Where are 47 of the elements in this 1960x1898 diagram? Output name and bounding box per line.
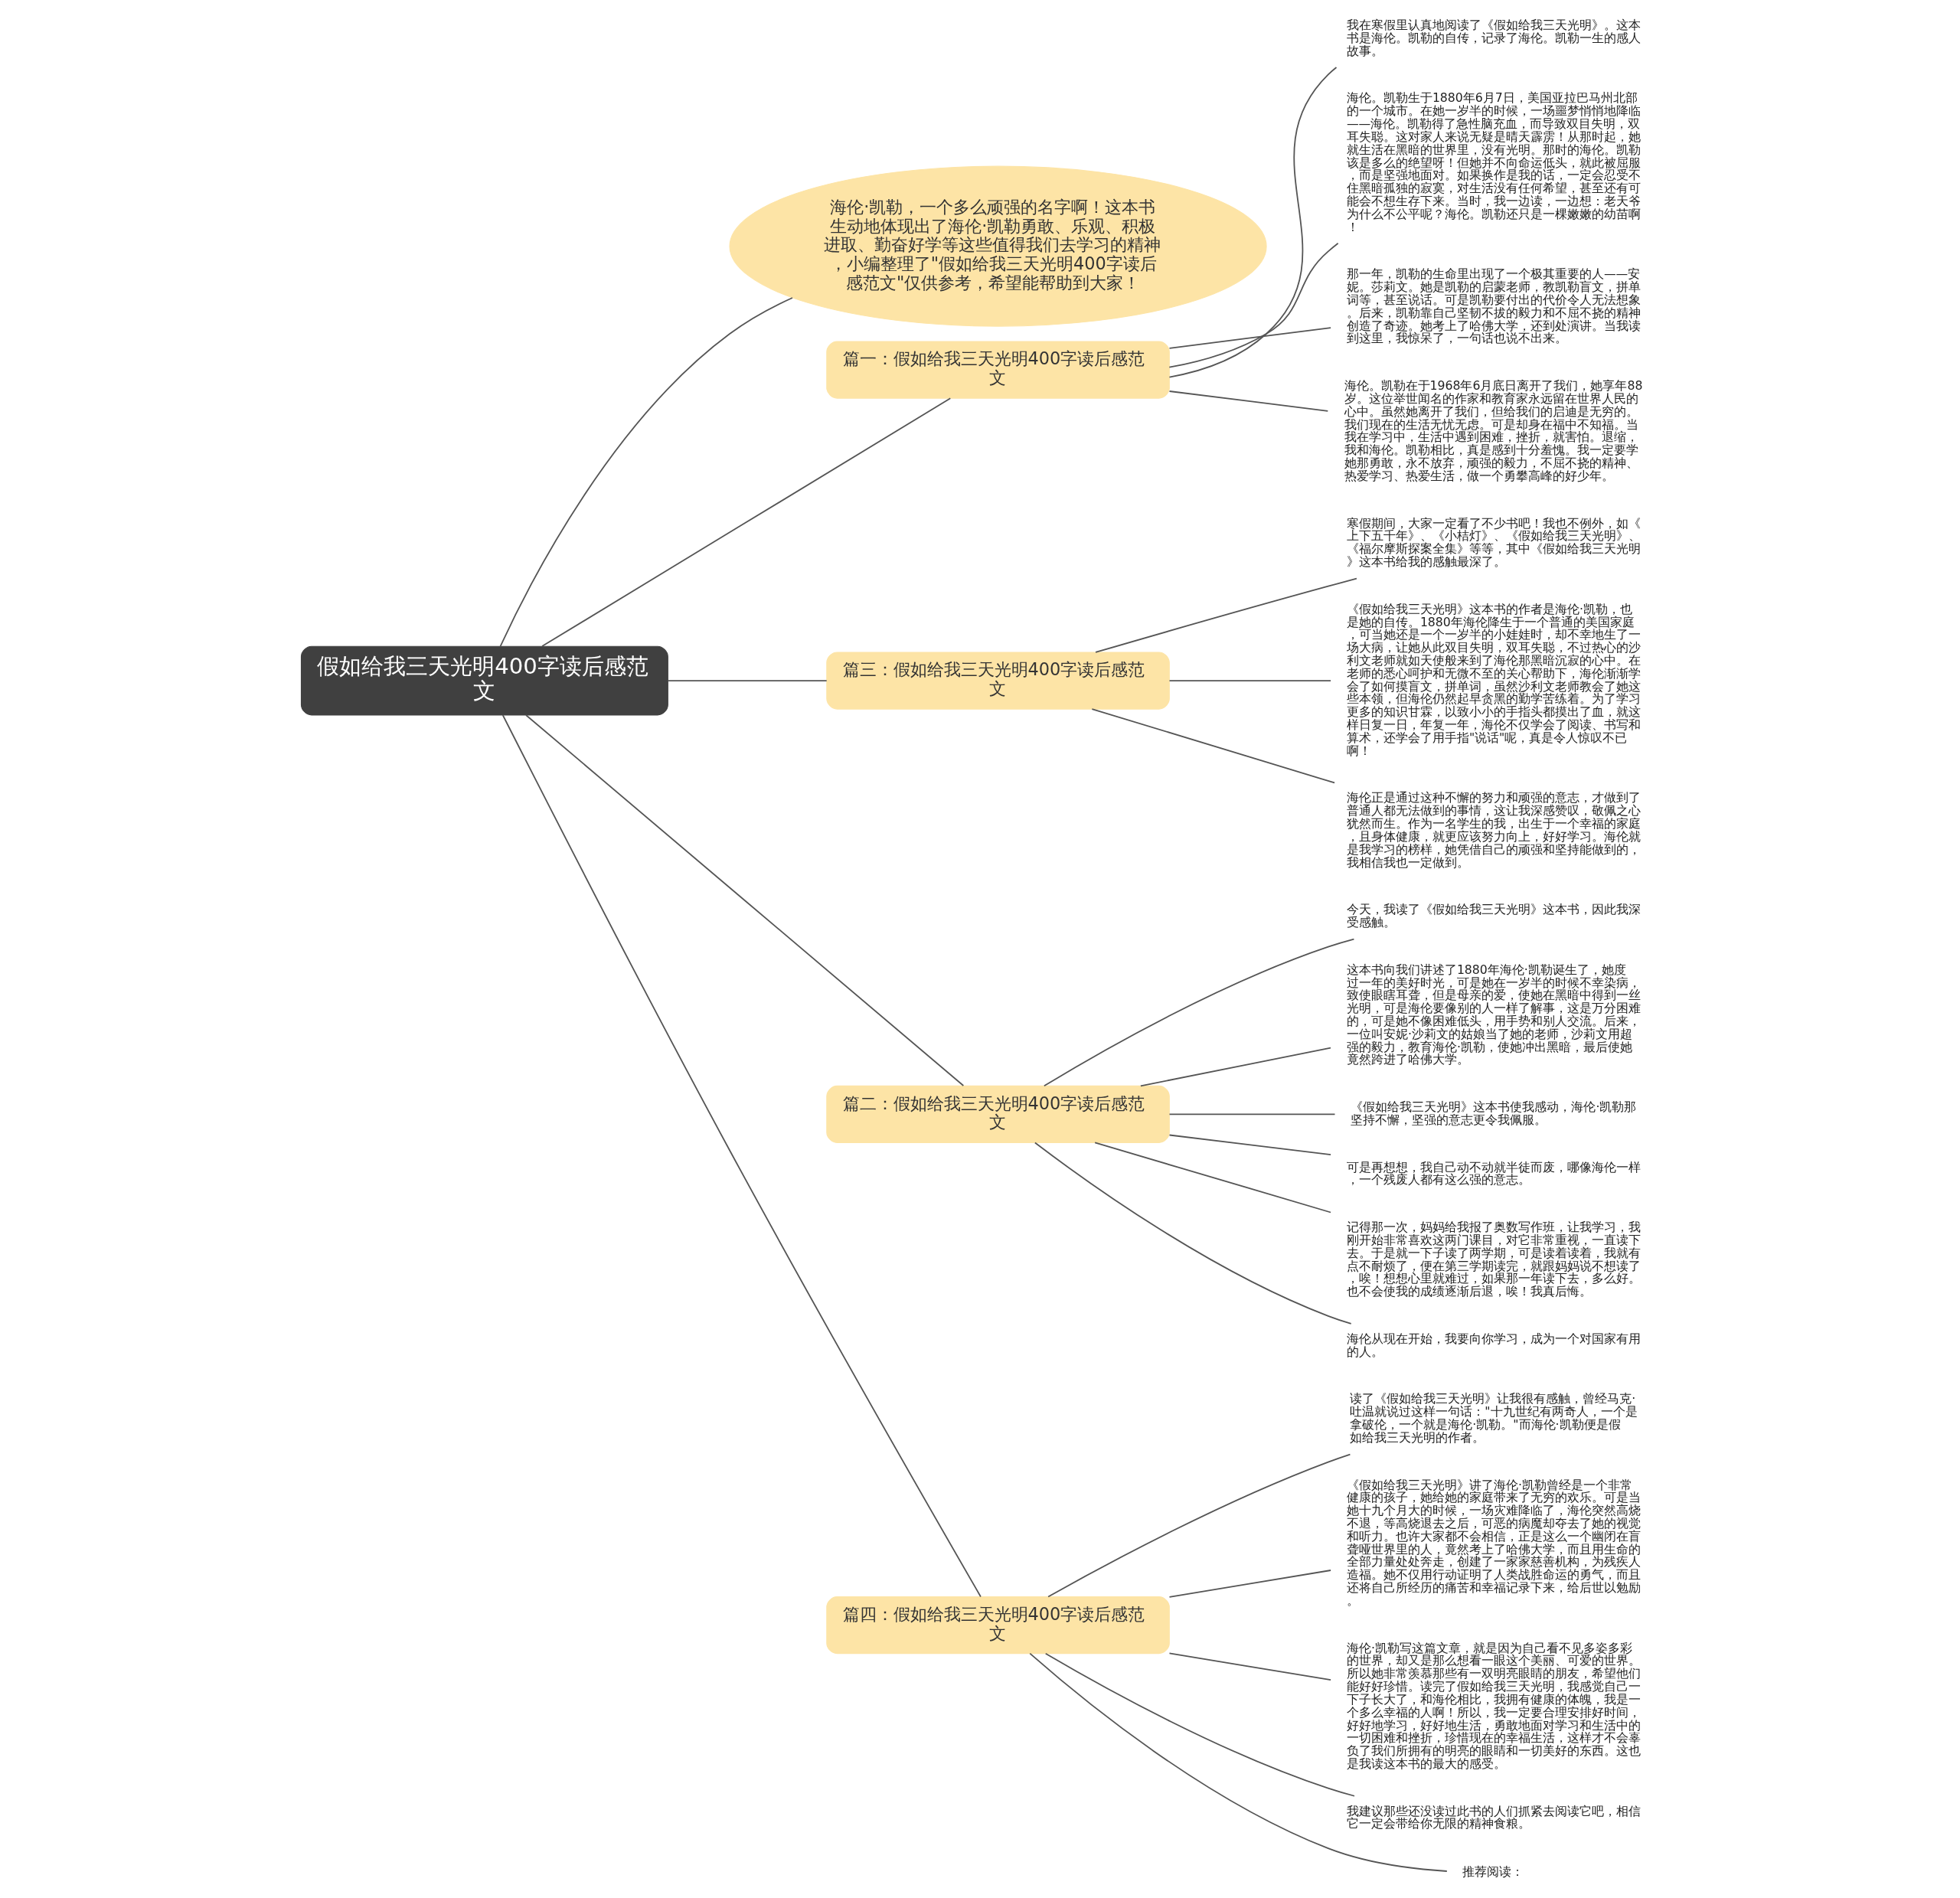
connector bbox=[501, 714, 982, 1598]
connector bbox=[1168, 680, 1331, 681]
connector bbox=[1168, 390, 1329, 412]
node-text: 今天，我读了《假如给我三天光明》这本书，因此我深受感触。 bbox=[1346, 902, 1641, 930]
node-text: 我在寒假里认真地阅读了《假如给我三天光明》。这本书是海伦。凯勒的自传，记录了海伦。凯勒一生的感人故事。 bbox=[1346, 18, 1641, 58]
connector bbox=[1029, 1652, 1448, 1872]
node-text: 寒假期间，大家一定看了不少书吧！我也不例外，如《上下五千年》、《小桔灯》、《假如给我三天光明》、《福尔摩斯探案全集》等等，其中《假如给我三天光明》这本书给我的感触最深了。 bbox=[1346, 515, 1641, 570]
node-box: 篇一：假如给我三天光明400字读后感范文 bbox=[826, 341, 1170, 399]
connector bbox=[667, 680, 828, 681]
connector bbox=[1168, 67, 1338, 378]
connector bbox=[1047, 1453, 1351, 1598]
node-text: 海伦。凯勒在于1968年6月底日离开了我们，她享年88岁。这位举世闻名的作家和教育家永远留在世界人民的心中。虽然她离开了我们，但给我们的启迪是无穷的。我们现在的生活无忧无虑。可是却身在福中不知福。当我在学习中，生活中遇到困难，挫折，就害怕。退缩，我和海伦。凯勒相比，真是感到十分羞愧。我一定要学她那勇敢，永不放弃，顽强的毅力，不屈不挠的精神、热爱学习、热爱生活，做一个勇攀高峰的好少年。 bbox=[1344, 378, 1643, 483]
connector bbox=[1168, 1113, 1336, 1116]
node-text: 《假如给我三天光明》讲了海伦·凯勒曾经是一个非常健康的孩子，她给她的家庭带来了无穷的欢乐。可是当她十九个月大的时候，一场灾难降临了，海伦突然高烧不退，等高烧退去之后，可恶的病魔却夺去了她的视觉和听力。也许大家都不会相信，正是这么一个幽闭在盲聋哑世界里的人，竟然考上了哈佛大学，而且用生命的全部力量处处奔走，创建了一家家慈善机构，为残疾人造福。她不仅用行动证明了人类战胜命运的勇气，而且还将自己所经历的痛苦和幸福记录下来，给后世以勉励。 bbox=[1346, 1477, 1641, 1608]
connector bbox=[1044, 1652, 1355, 1797]
connector bbox=[525, 714, 965, 1086]
node-box: 篇二：假如给我三天光明400字读后感范文 bbox=[826, 1085, 1170, 1143]
node-box: 假如给我三天光明400字读后感范文 bbox=[300, 645, 668, 716]
node-text: 海伦·凯勒写这篇文章，就是因为自己看不见多姿多彩的世界，却又是那么想看一眼这个美丽、可爱的世界。所以她非常羡慕那些有一双明亮眼睛的朋友，希望他们能好好珍惜。读完了假如给我三天光明，我感觉自己一下子长大了，和海伦相比，我拥有健康的体魄，我是一个多么幸福的人啊！所以，我一定要合理安排好时间，好好地学习，好好地生活，勇敢地面对学习和生活中的一切困难和挫折，珍惜现在的幸福生活，这样才不会辜负了我们所拥有的明亮的眼睛和一切美好的东西。这也是我读这本书的最大的感受。 bbox=[1346, 1640, 1641, 1771]
node-text: 这本书向我们讲述了1880年海伦·凯勒诞生了，她度过一年的美好时光，可是她在一岁半的时候不幸染病，致使眼瞎耳聋，但是母亲的爱，使她在黑暗中得到一丝光明，可是海伦要像别的人一样了解事，这是万分困难的，可是她不像困难低头，用手势和别人交流。后来，一位叫安妮·沙莉文的姑娘当了她的老师，沙莉文用超强的毅力，教育海伦·凯勒，使她冲出黑暗，最后使她竟然跨进了哈佛大学。 bbox=[1346, 962, 1641, 1067]
connector bbox=[1043, 938, 1355, 1087]
node-text: 海伦从现在开始，我要向你学习，成为一个对国家有用的人。 bbox=[1346, 1331, 1641, 1359]
node-text: 读了《假如给我三天光明》让我很有感触，曾经马克·吐温就说过这样一句话："十九世纪有两奇人，一个是拿破伦，一个就是海伦·凯勒。"而海伦·凯勒便是假如给我三天光明的作者。 bbox=[1350, 1391, 1638, 1445]
node-text: 《假如给我三天光明》这本书使我感动，海伦·凯勒那坚持不懈，坚强的意志更令我佩服。 bbox=[1351, 1099, 1637, 1127]
connector bbox=[1168, 242, 1339, 368]
node-box: 篇四：假如给我三天光明400字读后感范文 bbox=[826, 1596, 1170, 1655]
node-box: 篇三：假如给我三天光明400字读后感范文 bbox=[826, 652, 1170, 710]
connector bbox=[1091, 708, 1335, 784]
connector bbox=[1095, 577, 1357, 653]
node-text: 可是再想想，我自己动不动就半徒而废，哪像海伦一样，一个残废人都有这么强的意志。 bbox=[1346, 1159, 1641, 1187]
connector bbox=[1168, 327, 1331, 349]
node-text: 海伦正是通过这种不懈的努力和顽强的意志，才做到了普通人都无法做到的事情，这让我深感赞叹，敬佩之心犹然而生。作为一名学生的我，出生于一个幸福的家庭，且身体健康，就更应该努力向上，好好学习。海伦就是我学习的榜样，她凭借自己的顽强和坚持能做到的，我相信我也一定做到。 bbox=[1346, 790, 1641, 870]
node-text: 《假如给我三天光明》这本书的作者是海伦·凯勒，也是她的自传。1880年海伦降生于一个普通的美国家庭，可当她还是一个一岁半的小娃娃时，却不幸地生了一场大病，让她从此双目失明，双耳失聪，不过热心的沙利文老师就如天使般来到了海伦那黑暗沉寂的心中。在老师的悉心呵护和无微不至的关心帮助下，海伦渐渐学会了如何摸盲文，拼单词，虽然沙利文老师教会了她这些本领，但海伦仍然起早贪黑的勤学苦练着。为了学习更多的知识甘霖，以致小小的手指头都摸出了血，就这样日复一日，年复一年，海伦不仅学会了阅读、书写和算术，还学会了用手指"说话"呢，真是令人惊叹不已啊！ bbox=[1346, 601, 1641, 758]
connector bbox=[1168, 1134, 1331, 1156]
node-text: 我建议那些还没读过此书的人们抓紧去阅读它吧，相信它一定会带给你无限的精神食粮。 bbox=[1346, 1803, 1641, 1831]
node-text: 推荐阅读： bbox=[1462, 1864, 1524, 1880]
node-ellipse: 海伦·凯勒，一个多么顽强的名字啊！这本书生动地体现出了海伦·凯勒勇敢、乐观、积极进取、勤奋好学等这些值得我们去学习的精神，小编整理了"假如给我三天光明400字读后感范文"仅供参考，希望能帮助到大家！ bbox=[729, 165, 1267, 327]
node-text: 记得那一次，妈妈给我报了奥数写作班，让我学习，我刚开始非常喜欢这两门课目，对它非常重视，一直读下去。于是就一下子读了两学期，可是读着读着，我就有点不耐烦了，便在第三学期读完，就跟妈妈说不想读了，唉！想想心里就难过，如果那一年读下去，多么好。也不会使我的成绩逐渐后退，唉！我真后悔。 bbox=[1346, 1220, 1641, 1299]
connector bbox=[1094, 1142, 1331, 1214]
connector bbox=[541, 397, 952, 647]
connector bbox=[1168, 1570, 1331, 1598]
node-text: 海伦。凯勒生于1880年6月7日，美国亚拉巴马州北部的一个城市。在她一岁半的时候，一场噩梦悄悄地降临——海伦。凯勒得了急性脑充血，而导致双目失明，双耳失聪。这对家人来说无疑是晴天霹雳！从那时起，她就生活在黑暗的世界里，没有光明。那时的海伦。凯勒该是多么的绝望呀！但她并不向命运低头，就此被屈服，而是坚强地面对。如果换作是我的话，一定会忍受不住黑暗孤独的寂寞，对生活没有任何希望，甚至还有可能会不想生存下来。当时，我一边读，一边想：老天爷为什么不公平呢？海伦。凯勒还只是一棵嫩嫩的幼苗啊！ bbox=[1346, 90, 1641, 234]
connector bbox=[1140, 1047, 1331, 1087]
connector bbox=[1168, 1652, 1331, 1681]
connector bbox=[1034, 1142, 1352, 1325]
node-text: 那一年，凯勒的生命里出现了一个极其重要的人——安妮。莎莉文。她是凯勒的启蒙老师，教凯勒盲文，拼单词等，甚至说话。可是凯勒要付出的代价令人无法想象。后来，凯勒靠自己坚韧不拔的毅力和不屈不挠的精神创造了奇迹。她考上了哈佛大学，还到处演讲。当我读到这里，我惊呆了，一句话也说不出来。 bbox=[1346, 266, 1641, 346]
connector bbox=[499, 297, 793, 648]
